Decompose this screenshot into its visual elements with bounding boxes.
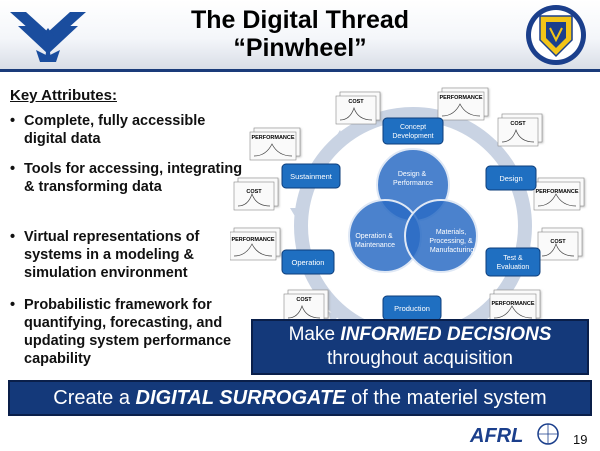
stage-design: Design xyxy=(485,165,537,191)
cost-card: COST xyxy=(283,289,329,323)
venn-label-materials: Materials, Processing, & Manufacturing xyxy=(429,229,474,254)
bullet-icon: • xyxy=(10,161,16,177)
performance-label: PERFORMANCE xyxy=(491,301,534,307)
informed-banner-emphasis: INFORMED DECISIONS xyxy=(340,324,552,345)
attribute-item: • Complete, fully accessible digital dat… xyxy=(10,112,250,148)
attribute-text: Virtual representations of systems in a … xyxy=(24,229,200,281)
pinwheel-diagram: COST PERFORMANCE COST PERFORMANCE COST xyxy=(230,87,585,345)
bullet-icon: • xyxy=(10,229,16,245)
performance-card: PERFORMANCE xyxy=(489,289,541,323)
ring-arrow-icon xyxy=(488,140,498,154)
performance-label: PERFORMANCE xyxy=(535,189,578,195)
cost-label: COST xyxy=(246,189,262,195)
stage-label: Design xyxy=(499,174,522,183)
afrl-logo-icon: AFRL xyxy=(469,423,559,447)
venn-label-operation: Operation & Maintenance xyxy=(355,233,395,249)
cost-label: COST xyxy=(550,239,566,245)
cost-card: COST xyxy=(497,113,543,147)
performance-card: PERFORMANCE xyxy=(249,127,301,161)
venn-diagram: Design & Performance Operation & Mainten… xyxy=(348,148,478,273)
cost-label: COST xyxy=(510,121,526,127)
cost-label: COST xyxy=(348,99,364,105)
afrl-crest-icon xyxy=(526,5,586,65)
title-line-1: The Digital Thread xyxy=(190,6,410,34)
svg-text:Test &Evaluation: Test &Evaluation xyxy=(497,255,530,271)
venn-label-design: Design & Performance xyxy=(393,171,433,187)
informed-banner-pre: Make xyxy=(288,324,341,345)
bullet-icon: • xyxy=(10,297,16,313)
performance-label: PERFORMANCE xyxy=(251,135,294,141)
stage-label: Sustainment xyxy=(290,172,333,181)
performance-card: PERFORMANCE xyxy=(437,87,489,121)
stage-production: Production xyxy=(382,295,442,321)
venn-circle-materials xyxy=(404,199,478,273)
title-line-2: “Pinwheel” xyxy=(233,34,367,62)
stage-operation: Operation xyxy=(281,249,335,275)
cost-card: COST xyxy=(335,91,381,125)
attribute-item: • Probabilistic framework for quantifyin… xyxy=(10,296,250,368)
attribute-text: Tools for accessing, integrating & trans… xyxy=(24,161,243,195)
ring-arrow-icon xyxy=(290,208,304,218)
key-attributes-heading: Key Attributes: xyxy=(10,87,117,104)
cost-card: COST xyxy=(233,177,279,211)
cost-label: COST xyxy=(296,297,312,303)
informed-banner-line-1: Make INFORMED DECISIONS xyxy=(253,323,587,347)
performance-card: PERFORMANCE xyxy=(230,227,281,261)
page-number: 19 xyxy=(573,432,588,447)
attribute-text: Complete, fully accessible digital data xyxy=(24,113,206,147)
performance-label: PERFORMANCE xyxy=(439,95,482,101)
air-force-symbol-icon xyxy=(10,12,86,62)
stage-sustainment: Sustainment xyxy=(281,163,341,189)
attribute-item: • Virtual representations of systems in … xyxy=(10,228,250,282)
performance-label: PERFORMANCE xyxy=(231,237,274,243)
stage-label: Production xyxy=(394,304,430,313)
header-rule xyxy=(0,69,600,72)
surrogate-banner-emphasis: DIGITAL SURROGATE xyxy=(135,387,346,409)
surrogate-banner-pre: Create a xyxy=(53,387,136,409)
informed-banner-line-2: throughout acquisition xyxy=(327,348,513,369)
attribute-text: Probabilistic framework for quantifying,… xyxy=(24,297,232,367)
header xyxy=(0,0,600,70)
digital-surrogate-banner: Create a DIGITAL SURROGATE of the materi… xyxy=(8,380,592,416)
cost-card: COST xyxy=(537,227,583,261)
attribute-item: • Tools for accessing, integrating & tra… xyxy=(10,160,250,196)
afrl-logo-text: AFRL xyxy=(469,425,523,447)
ring-arrow-icon xyxy=(334,130,346,142)
stage-test-evaluation: Test &Evaluation xyxy=(485,247,541,277)
bullet-icon: • xyxy=(10,113,16,129)
performance-card: PERFORMANCE xyxy=(533,177,585,211)
surrogate-banner-post: of the materiel system xyxy=(345,387,547,409)
stage-label: Operation xyxy=(292,258,325,267)
informed-decisions-banner: Make INFORMED DECISIONS throughout acqui… xyxy=(251,319,589,375)
